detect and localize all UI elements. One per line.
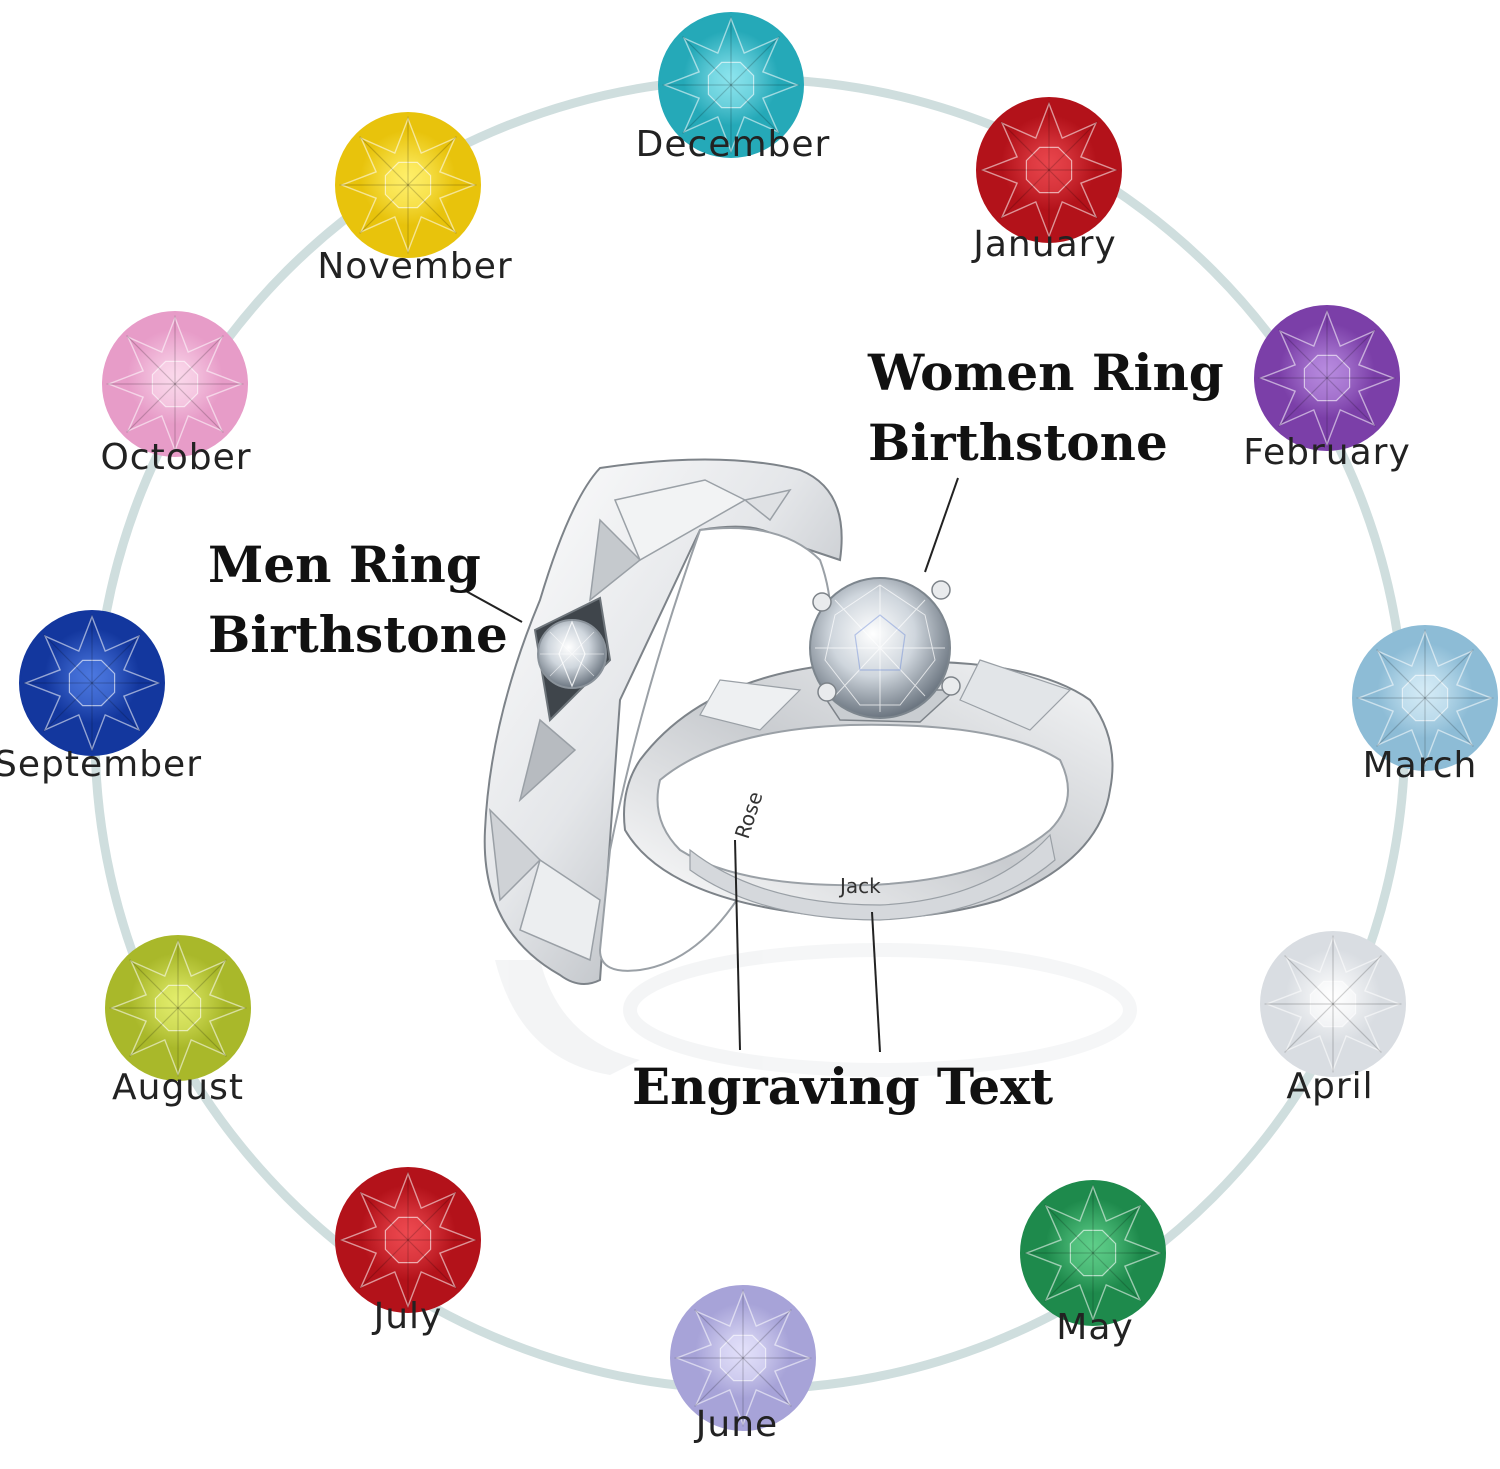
birthstone-october <box>102 311 248 457</box>
women-ring-callout: Women Ring Birthstone <box>868 338 1224 478</box>
women-ring <box>623 577 1114 921</box>
engraving-men-text: Jack <box>838 874 881 898</box>
birthstone-april <box>1260 931 1406 1077</box>
women-callout-line <box>924 477 959 573</box>
women-ring-callout-line2: Birthstone <box>868 413 1168 472</box>
birthstone-august <box>105 935 251 1081</box>
women-ring-callout-line1: Women Ring <box>868 343 1224 402</box>
birthstone-july <box>335 1167 481 1313</box>
birthstone-september <box>19 610 165 756</box>
birthstone-december <box>658 12 804 158</box>
ring-reflection <box>495 943 1137 1077</box>
birthstone-march <box>1352 625 1498 771</box>
month-label-february: February <box>1243 432 1411 473</box>
engraving-callout-line-left <box>734 839 741 1051</box>
month-label-december: December <box>635 124 831 165</box>
month-label-may: May <box>1056 1307 1134 1348</box>
month-label-january: January <box>973 224 1117 265</box>
month-label-march: March <box>1362 745 1478 786</box>
month-label-june: June <box>695 1404 779 1445</box>
month-label-september: September <box>0 744 202 785</box>
men-ring-callout: Men Ring Birthstone <box>208 530 508 670</box>
birthstone-february <box>1254 305 1400 451</box>
birthstones <box>19 12 1498 1431</box>
engraving-callout-line-right <box>871 911 881 1053</box>
month-label-july: July <box>373 1296 443 1337</box>
birthstone-november <box>335 112 481 258</box>
month-label-october: October <box>100 437 252 478</box>
birthstone-june <box>670 1285 816 1431</box>
birthstone-may <box>1020 1180 1166 1326</box>
men-ring-callout-line2: Birthstone <box>208 605 508 664</box>
month-label-april: April <box>1286 1066 1374 1107</box>
men-ring-callout-line1: Men Ring <box>208 535 481 594</box>
month-label-november: November <box>317 246 513 287</box>
engraving-callout: Engraving Text <box>632 1057 1054 1116</box>
men-callout-line <box>463 589 523 623</box>
month-label-august: August <box>112 1067 244 1108</box>
birthstone-january <box>976 97 1122 243</box>
